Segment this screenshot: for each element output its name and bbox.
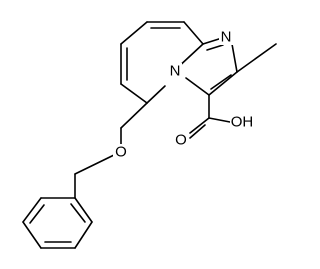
bond-imid-4 bbox=[185, 77, 210, 96]
bond-benz-3 bbox=[22, 221, 42, 249]
bond-benz-5 bbox=[74, 221, 93, 249]
bond-benz-6-inner bbox=[70, 203, 86, 223]
bond-imid-3-inner bbox=[210, 74, 232, 90]
imidazole-ring bbox=[185, 37, 238, 96]
atom-label-hydroxyl: OH bbox=[230, 114, 254, 131]
svg-text:N: N bbox=[221, 29, 232, 46]
bond-imid-3 bbox=[208, 71, 238, 96]
bond-pyr-2 bbox=[120, 21, 148, 45]
bond-pyr-4 bbox=[120, 83, 148, 104]
pyridine-ring bbox=[120, 21, 204, 104]
bond-pyr-6 bbox=[183, 21, 204, 45]
bond-benz-2-inner bbox=[29, 204, 45, 224]
svg-text:OH: OH bbox=[231, 114, 254, 131]
bond-imid-1 bbox=[202, 37, 223, 45]
substituents bbox=[74, 43, 277, 199]
benzene-ring bbox=[22, 197, 93, 249]
bond-benz-2 bbox=[22, 197, 42, 223]
bond-methyl bbox=[236, 43, 277, 73]
svg-text:O: O bbox=[115, 144, 127, 161]
bond-ch2 bbox=[120, 102, 148, 129]
atom-label-ether-oxygen: O bbox=[113, 144, 129, 161]
bond-pyr-5 bbox=[146, 85, 166, 104]
bond-o-ch2 bbox=[74, 154, 115, 175]
atom-label-carbonyl-oxygen: O bbox=[173, 132, 189, 149]
svg-text:O: O bbox=[175, 132, 187, 149]
bond-imid-1-inner bbox=[206, 44, 224, 51]
atom-label-ring-nitrogen-top: N bbox=[219, 29, 233, 46]
bond-benz-6 bbox=[74, 197, 93, 223]
bond-imid-2 bbox=[231, 43, 238, 73]
chemical-structure: N N O O OH bbox=[22, 21, 277, 249]
bond-carbonyl-inner bbox=[189, 124, 206, 139]
svg-text:N: N bbox=[170, 63, 181, 80]
bond-hydroxyl bbox=[208, 117, 231, 123]
atom-label-ring-nitrogen-bridge: N bbox=[168, 63, 182, 80]
bond-carbonyl bbox=[189, 117, 210, 134]
